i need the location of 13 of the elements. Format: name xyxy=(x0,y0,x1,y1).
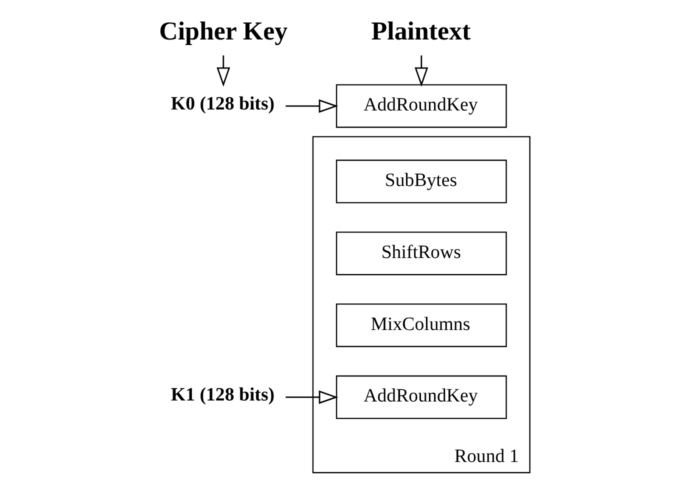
node-box: AddRoundKey xyxy=(336,375,507,419)
node-text: Plaintext xyxy=(371,16,471,46)
node-text: K1 (128 bits) xyxy=(170,384,275,406)
node-text: K0 (128 bits) xyxy=(170,93,275,114)
arrow xyxy=(286,390,338,404)
arrow xyxy=(414,55,428,87)
node-text: Cipher Key xyxy=(159,16,288,46)
node-box: AddRoundKey xyxy=(336,84,507,128)
node-box: ShiftRows xyxy=(336,232,507,276)
node-box: MixColumns xyxy=(336,304,507,348)
arrow xyxy=(216,55,230,87)
node-box: SubBytes xyxy=(336,160,507,204)
arrow xyxy=(286,99,338,113)
